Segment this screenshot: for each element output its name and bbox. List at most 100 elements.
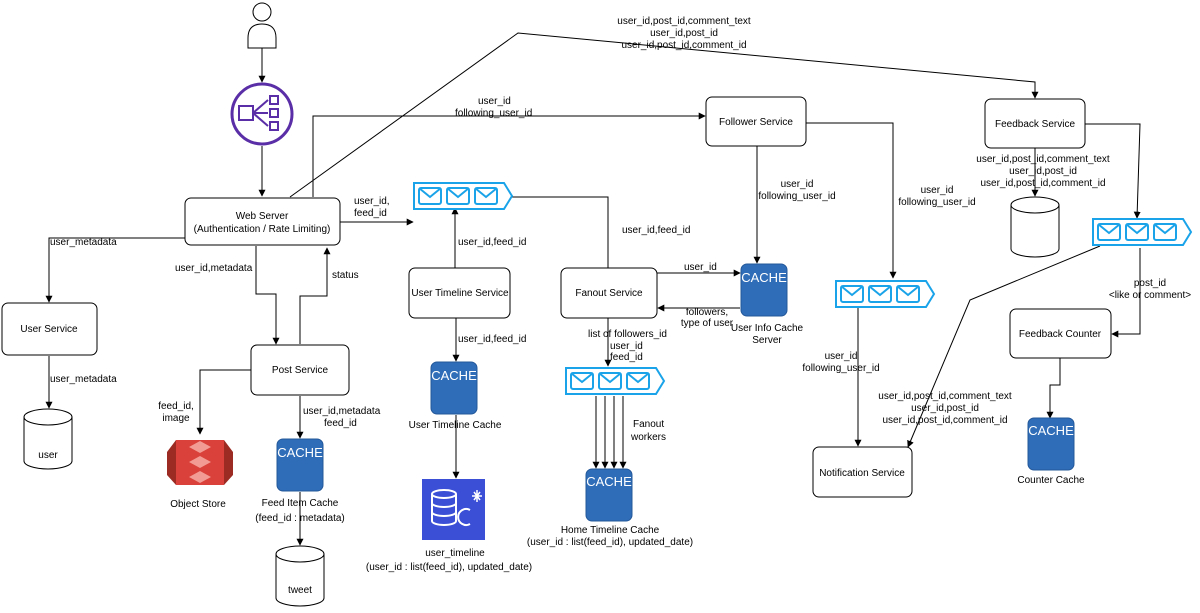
edge-label-fanout-to-queue3: list of followers_id user_id feed_id	[588, 329, 667, 363]
svg-text:CACHE: CACHE	[431, 368, 477, 383]
svg-text:Home Timeline Cache: Home Timeline Cache	[561, 525, 660, 536]
svg-text:user_id,post_id,comment_text: user_id,post_id,comment_text	[976, 154, 1110, 165]
svg-text:user_id,post_id,comment_id: user_id,post_id,comment_id	[980, 178, 1105, 189]
svg-text:user_id,metadata: user_id,metadata	[303, 406, 381, 417]
edge-label-post-to-feed-cache: user_id,metadata feed_id	[303, 406, 381, 429]
svg-text:Counter Cache: Counter Cache	[1017, 475, 1085, 486]
svg-text:user_id,post_id: user_id,post_id	[911, 403, 979, 414]
edge-label-web-to-user-service: user_metadata	[50, 237, 117, 248]
svg-text:user_timeline: user_timeline	[425, 548, 485, 559]
queue-icon	[1092, 218, 1192, 246]
queue-icon	[565, 367, 665, 395]
fanout-service-box[interactable]: Fanout Service	[560, 267, 658, 319]
svg-text:feed_id: feed_id	[610, 352, 643, 363]
svg-text:user_id,post_id: user_id,post_id	[650, 28, 718, 39]
edge-label-web-to-queue: user_id, feed_id	[354, 196, 390, 219]
edge-label-feedback-to-db: user_id,post_id,comment_text user_id,pos…	[976, 154, 1110, 189]
svg-text:CACHE: CACHE	[586, 474, 632, 489]
tweet-db: tweet	[275, 545, 325, 607]
svg-text:Fanout Service: Fanout Service	[575, 288, 643, 299]
edge-label-fanout-to-user-info: user_id	[684, 262, 717, 273]
svg-text:user_id: user_id	[610, 341, 643, 352]
object-store: Object Store	[167, 440, 233, 510]
svg-text:following_user_id: following_user_id	[455, 108, 532, 119]
svg-text:CACHE: CACHE	[741, 270, 787, 285]
load-balancer-icon	[230, 82, 294, 146]
edge-post-to-web	[299, 247, 331, 344]
svg-text:user_id,post_id,comment_id: user_id,post_id,comment_id	[621, 40, 746, 51]
edge-label-follower-to-queue4: user_id following_user_id	[898, 185, 975, 208]
svg-text:user: user	[38, 450, 58, 461]
user-timeline-service-box[interactable]: User Timeline Service	[408, 267, 511, 319]
svg-text:CACHE: CACHE	[277, 445, 323, 460]
svg-text:user_id: user_id	[781, 179, 814, 190]
counter-cache: CACHE Counter Cache	[1017, 417, 1085, 486]
svg-text:user_id,post_id,comment_text: user_id,post_id,comment_text	[617, 16, 751, 27]
svg-text:user_id,post_id,comment_text: user_id,post_id,comment_text	[878, 391, 1012, 402]
edge-label-fanout-workers: Fanout workers	[630, 419, 666, 443]
edge-web-to-user-service	[45, 237, 185, 303]
notification-service-box[interactable]: Notification Service	[812, 446, 913, 498]
svg-text:CACHE: CACHE	[1028, 423, 1074, 438]
edge-post-to-object-store	[196, 369, 251, 435]
edge-queue2-to-counter	[1111, 248, 1141, 338]
svg-text:Server: Server	[752, 335, 782, 346]
svg-text:user_id: user_id	[921, 185, 954, 196]
svg-text:user_id,post_id,comment_id: user_id,post_id,comment_id	[882, 415, 1007, 426]
feed-item-cache: CACHE Feed Item Cache (feed_id : metadat…	[255, 438, 345, 524]
edge-label-queue4-to-notification: user_id following_user_id	[802, 351, 879, 374]
edge-label-post-to-web: status	[332, 270, 359, 281]
feedback-counter-box[interactable]: Feedback Counter	[1009, 308, 1112, 359]
user-icon	[247, 2, 277, 49]
post-service-box[interactable]: Post Service	[250, 344, 350, 396]
edge-counter-to-cache	[1046, 358, 1061, 419]
svg-text:User Timeline Cache: User Timeline Cache	[409, 420, 502, 431]
svg-text:image: image	[162, 413, 190, 424]
svg-text:Feed Item Cache: Feed Item Cache	[262, 498, 339, 509]
svg-text:<like or comment>: <like or comment>	[1109, 290, 1191, 301]
svg-text:Fanout: Fanout	[633, 419, 664, 430]
follower-service-box[interactable]: Follower Service	[705, 96, 807, 147]
feedback-db	[1010, 196, 1060, 258]
edge-web-to-feedback	[289, 32, 1039, 198]
edge-label-utl-to-cache: user_id,feed_id	[458, 334, 526, 345]
edge-label-web-to-post: user_id,metadata	[175, 263, 253, 274]
edge-follower-to-queue4	[806, 122, 897, 279]
edge-fanout-to-queue1	[499, 193, 609, 268]
edge-label-queue2-to-counter: post_id <like or comment>	[1109, 278, 1191, 301]
edge-queue2-to-notification	[907, 245, 1101, 448]
object-store-icon	[167, 440, 233, 485]
svg-text:user_id: user_id	[825, 351, 858, 362]
svg-text:Feedback Counter: Feedback Counter	[1019, 329, 1102, 340]
svg-text:tweet: tweet	[288, 585, 312, 596]
user-timeline-cache: CACHE User Timeline Cache	[409, 361, 502, 431]
user-service-box[interactable]: User Service	[1, 302, 98, 356]
svg-text:User Timeline Service: User Timeline Service	[411, 288, 509, 299]
edge-label-follower-to-user-info: user_id following_user_id	[758, 179, 835, 202]
svg-text:(feed_id : metadata): (feed_id : metadata)	[255, 513, 345, 524]
web-server-box[interactable]: Web Server (Authentication / Rate Limiti…	[184, 197, 341, 246]
svg-text:User Info Cache: User Info Cache	[731, 323, 804, 334]
svg-text:user_id: user_id	[478, 96, 511, 107]
cassandra-db-icon	[422, 479, 485, 540]
svg-text:feed_id: feed_id	[324, 418, 357, 429]
svg-text:post_id: post_id	[1134, 278, 1166, 289]
svg-text:Notification Service: Notification Service	[819, 468, 905, 479]
database-icon	[275, 545, 325, 607]
svg-text:workers: workers	[630, 432, 666, 443]
edge-label-web-to-feedback: user_id,post_id,comment_text user_id,pos…	[617, 16, 751, 51]
edges	[45, 32, 1141, 546]
svg-text:list of followers_id: list of followers_id	[588, 329, 667, 340]
user-db: user	[23, 408, 73, 470]
svg-text:feed_id: feed_id	[354, 208, 387, 219]
svg-text:User Service: User Service	[20, 324, 78, 335]
svg-text:following_user_id: following_user_id	[758, 191, 835, 202]
user-timeline-db: user_timeline (user_id : list(feed_id), …	[366, 479, 532, 573]
svg-text:(user_id : list(feed_id), upda: (user_id : list(feed_id), updated_date)	[527, 537, 693, 548]
svg-text:following_user_id: following_user_id	[802, 363, 879, 374]
edge-label-fanout-to-queue: user_id,feed_id	[622, 225, 690, 236]
feedback-service-box[interactable]: Feedback Service	[984, 98, 1086, 149]
svg-text:Follower Service: Follower Service	[719, 117, 793, 128]
